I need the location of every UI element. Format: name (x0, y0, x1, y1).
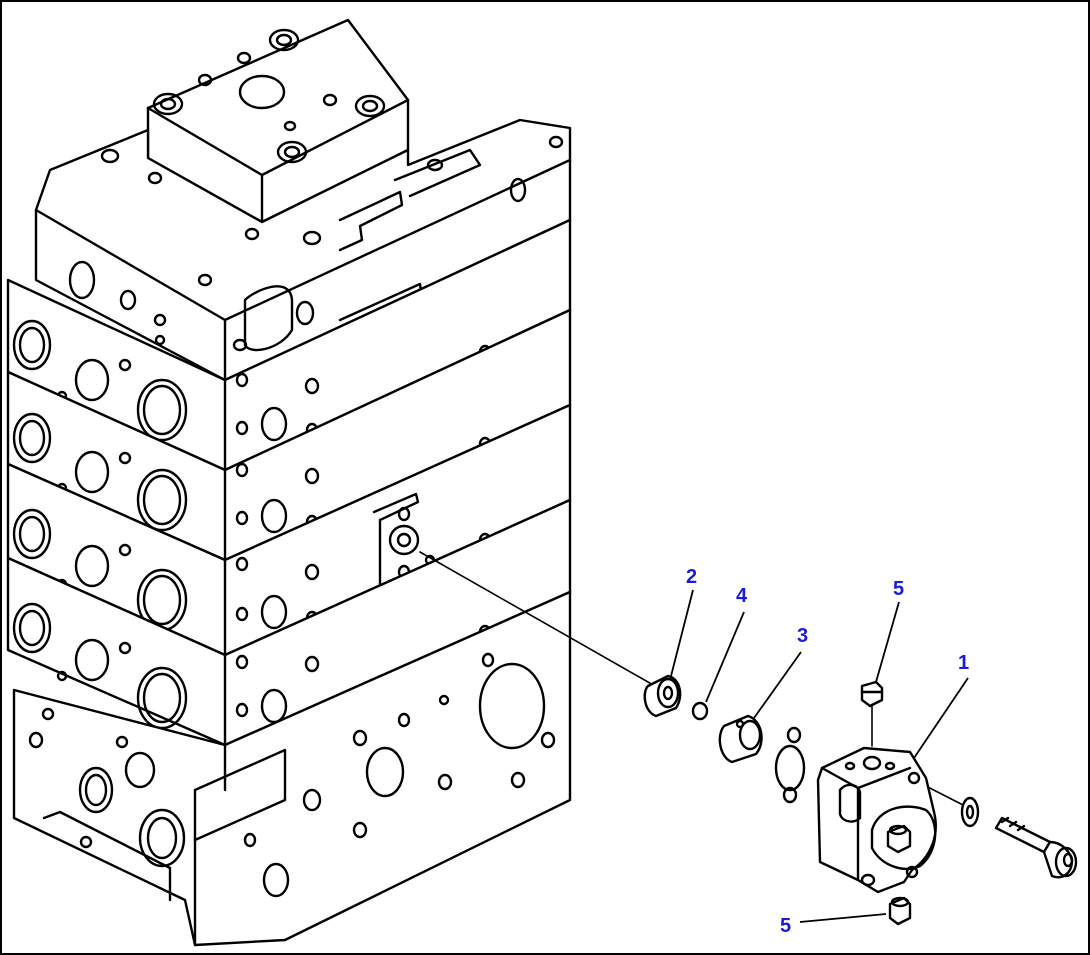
part-4-ball (691, 701, 709, 721)
callout-5-top: 5 (893, 578, 904, 600)
callout-5-bottom: 5 (780, 915, 791, 937)
leader-3 (753, 651, 802, 719)
leader-2 (669, 589, 694, 681)
control-valve-body (6, 18, 572, 947)
mounting-bolt (994, 816, 1078, 879)
leader-1 (913, 677, 969, 759)
part-5-plug-bottom (886, 824, 912, 854)
callout-1: 1 (958, 652, 969, 674)
leader-4 (705, 611, 745, 703)
callout-4: 4 (736, 585, 748, 607)
washer-hole (965, 804, 975, 820)
part-5-plug-top (860, 680, 884, 747)
callout-3: 3 (797, 625, 808, 647)
part-5-plug-lower (888, 896, 912, 926)
leader-5b (799, 913, 887, 923)
assembly-axis-line (419, 551, 656, 687)
top-cover-plate (146, 18, 410, 224)
o-ring-set (774, 726, 806, 804)
part-2-seat (643, 674, 682, 718)
bottom-end-section (12, 590, 572, 947)
washer (960, 796, 980, 828)
upper-end-section (34, 118, 572, 382)
leader-5a (875, 601, 900, 683)
part-1-valve-housing (816, 746, 937, 894)
callout-2: 2 (686, 566, 697, 588)
part-3-poppet (718, 714, 763, 764)
